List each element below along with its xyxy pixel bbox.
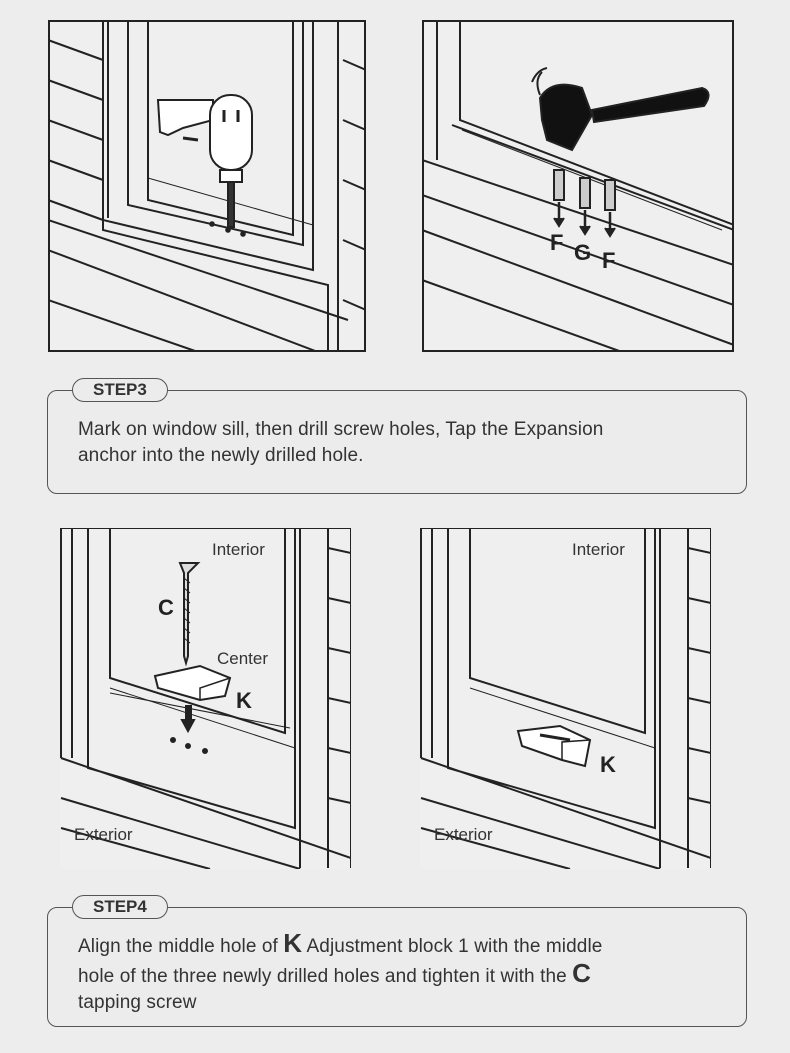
drill-illustration-panel (48, 20, 366, 352)
part-c-label: C (572, 958, 592, 988)
step3-box: STEP3 Mark on window sill, then drill sc… (47, 378, 747, 494)
block-label-k: K (236, 688, 252, 713)
step4-line1-b: Adjustment block 1 with the middle (302, 936, 603, 957)
step4-line3: tapping screw (78, 992, 197, 1013)
step4-line1-a: Align the middle hole of (78, 936, 284, 957)
interior-label: Interior (572, 540, 625, 559)
step4-line2: hole of the three newly drilled holes an… (78, 960, 602, 990)
anchor-label-f-right: F (602, 248, 615, 273)
step4-tag: STEP4 (72, 895, 168, 919)
step4-text: Align the middle hole of K Adjustment bl… (78, 930, 602, 1016)
step3-tag: STEP3 (72, 378, 168, 402)
center-label: Center (217, 649, 268, 668)
screw-label-c: C (158, 595, 174, 620)
exterior-label: Exterior (434, 825, 493, 844)
part-k-label: K (283, 928, 303, 958)
step3-line2: anchor into the newly drilled hole. (78, 445, 364, 466)
step4-line1: Align the middle hole of K Adjustment bl… (78, 930, 602, 960)
anchor-label-g: G (574, 240, 591, 265)
interior-label: Interior (212, 540, 265, 559)
step3-line1: Mark on window sill, then drill screw ho… (78, 419, 604, 440)
anchor-label-f-left: F (550, 230, 563, 255)
hammer-illustration-panel: F G F (422, 20, 734, 352)
screw-illustration-panel: Interior C Center K Exterior (60, 528, 351, 869)
step4-line2-a: hole of the three newly drilled holes an… (78, 966, 573, 987)
step4-box: STEP4 Align the middle hole of K Adjustm… (47, 895, 747, 1027)
exterior-label: Exterior (74, 825, 133, 844)
block-label-k: K (600, 752, 616, 777)
step3-text: Mark on window sill, then drill screw ho… (78, 417, 603, 469)
block-installed-panel: Interior K Exterior (420, 528, 711, 869)
